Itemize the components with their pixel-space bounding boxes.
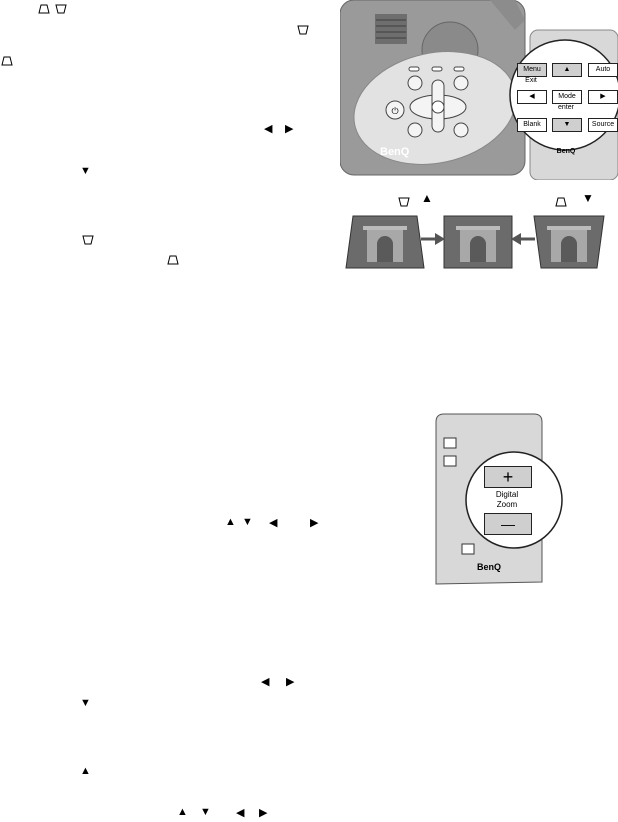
mode-button[interactable]: Mode xyxy=(552,90,582,104)
arrow-to-center-icon xyxy=(421,232,445,250)
arrow-down-icon: ▼ xyxy=(200,806,211,818)
svg-text:BenQ: BenQ xyxy=(380,146,410,158)
arrow-down-icon: ▼ xyxy=(242,516,253,528)
arrow-right-icon: ▶ xyxy=(286,676,295,688)
zoom-remote-brand: BenQ xyxy=(476,562,501,572)
right-button[interactable]: ▶ xyxy=(588,90,618,104)
keystone-icon xyxy=(167,252,179,270)
keystone-icon xyxy=(1,53,13,71)
arrow-down-icon: ▼ xyxy=(80,697,91,709)
keystone-icon xyxy=(297,22,309,40)
menu-button[interactable]: Menu xyxy=(517,63,547,77)
arrow-left-icon: ◀ xyxy=(261,676,270,688)
enter-label: enter xyxy=(558,104,574,111)
remote-brand: BenQ xyxy=(556,148,576,155)
digital-label: Digital xyxy=(495,490,519,499)
zoom-in-button[interactable]: + xyxy=(484,466,532,488)
keystone-icon xyxy=(398,194,410,212)
keystone-photo-center xyxy=(443,214,513,275)
exit-label: Exit xyxy=(525,77,537,84)
keystone-photo-left xyxy=(345,214,425,275)
arrow-right-icon: ▶ xyxy=(259,807,268,819)
arrow-down-icon: ▼ xyxy=(80,165,91,177)
zoom-remote-illustration: + Digital Zoom — BenQ xyxy=(434,412,564,587)
auto-button[interactable]: Auto xyxy=(588,63,618,77)
arrow-left-icon: ◀ xyxy=(269,517,278,529)
keystone-icon xyxy=(38,1,50,19)
arrow-right-icon: ▶ xyxy=(285,123,294,135)
keystone-icon xyxy=(55,1,67,19)
keystone-icon xyxy=(82,232,94,250)
keystone-icon xyxy=(555,194,567,212)
svg-text:⏻: ⏻ xyxy=(391,106,398,117)
up-button[interactable]: ▲ xyxy=(552,63,582,77)
arrow-left-icon: ◀ xyxy=(236,807,245,819)
blank-button[interactable]: Blank xyxy=(517,118,547,132)
zoom-out-button[interactable]: — xyxy=(484,513,532,535)
down-button[interactable]: ▼ xyxy=(552,118,582,132)
arrow-left-icon: ◀ xyxy=(264,123,273,135)
arrow-right-icon: ▶ xyxy=(310,517,319,529)
left-button[interactable]: ◀ xyxy=(517,90,547,104)
arrow-to-center-icon xyxy=(511,232,535,250)
arrow-up-icon: ▲ xyxy=(177,806,188,818)
remote-magnified: Menu ▲ Auto Exit ◀ Mode ▶ enter Blank ▼ … xyxy=(515,60,618,165)
arrow-down-icon: ▼ xyxy=(582,191,594,205)
keystone-photo-right xyxy=(533,214,605,275)
arrow-up-icon: ▲ xyxy=(225,516,236,528)
arrow-up-icon: ▲ xyxy=(421,191,433,205)
source-button[interactable]: Source xyxy=(588,118,618,132)
zoom-label: Zoom xyxy=(496,500,518,509)
arrow-up-icon: ▲ xyxy=(80,765,91,777)
